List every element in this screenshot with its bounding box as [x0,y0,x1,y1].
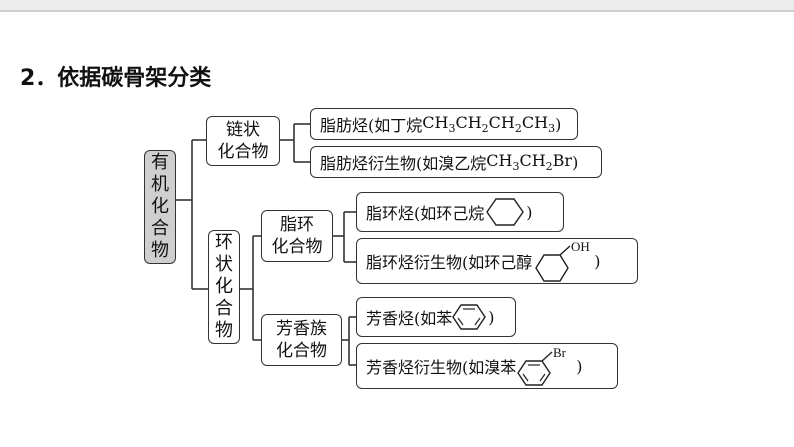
benzene-icon [452,304,487,330]
root-organic-compounds-box: 有机化合物 [144,150,176,264]
alicyclic-hydrocarbon-close: ) [526,202,533,222]
butane-formula: CH3CH2CH2CH3 [422,112,556,136]
chain-label-line2: 化合物 [217,142,269,162]
aromatic-derivative-box: 芳香烃衍生物(如溴苯 Br ) [356,343,618,389]
bromo-label: Br [553,345,567,360]
aliphatic-hydrocarbon-close: ) [555,114,562,134]
root-label: 有机化合物 [150,152,169,261]
aromatic-hydrocarbon-text: 芳香烃(如苯 [366,309,453,328]
chain-compounds-box: 链状 化合物 [206,116,280,166]
alicyclic-hydrocarbon-box: 脂环烃(如环己烷 ) [356,192,564,232]
hydroxyl-label: OH [571,240,590,254]
chain-label-line1: 链状 [226,120,260,140]
top-divider [0,10,794,12]
top-bar [0,0,794,10]
aliphatic-hydrocarbon-text: 脂肪烃(如丁烷 [320,116,423,135]
alicyclic-compounds-box: 脂环 化合物 [261,210,333,262]
cyclohexane-icon [486,198,525,226]
aliphatic-derivative-text: 脂肪烃衍生物(如溴乙烷 [320,154,487,173]
aromatic-label-line1: 芳香族 [276,319,327,339]
bromoethane-formula: CH3CH2Br [486,150,573,174]
aromatic-hydrocarbon-box: 芳香烃(如苯 ) [356,297,516,337]
alicyclic-derivative-close: ) [594,251,601,271]
alicyclic-derivative-text: 脂环烃衍生物(如环己醇 [366,253,533,272]
ring-compounds-box: 环状化合物 [208,230,240,344]
cyclohexanol-icon: OH [535,240,590,282]
alicyclic-label-line2: 化合物 [271,237,323,257]
ring-label: 环状化合物 [214,232,233,341]
alicyclic-hydrocarbon-text: 脂环烃(如环己烷 [366,204,485,223]
aromatic-hydrocarbon-close: ) [488,307,495,327]
alicyclic-derivative-box: 脂环烃衍生物(如环己醇 OH ) [356,238,638,284]
aromatic-compounds-box: 芳香族 化合物 [261,314,342,366]
aliphatic-derivative-close: ) [572,152,579,172]
alicyclic-label-line1: 脂环 [280,215,314,235]
aromatic-derivative-text: 芳香烃衍生物(如溴苯 [366,358,517,377]
bromobenzene-icon: Br [517,345,567,386]
aromatic-label-line2: 化合物 [276,341,327,361]
section-heading: 2．依据碳骨架分类 [20,66,212,91]
aromatic-derivative-close: ) [576,356,583,376]
